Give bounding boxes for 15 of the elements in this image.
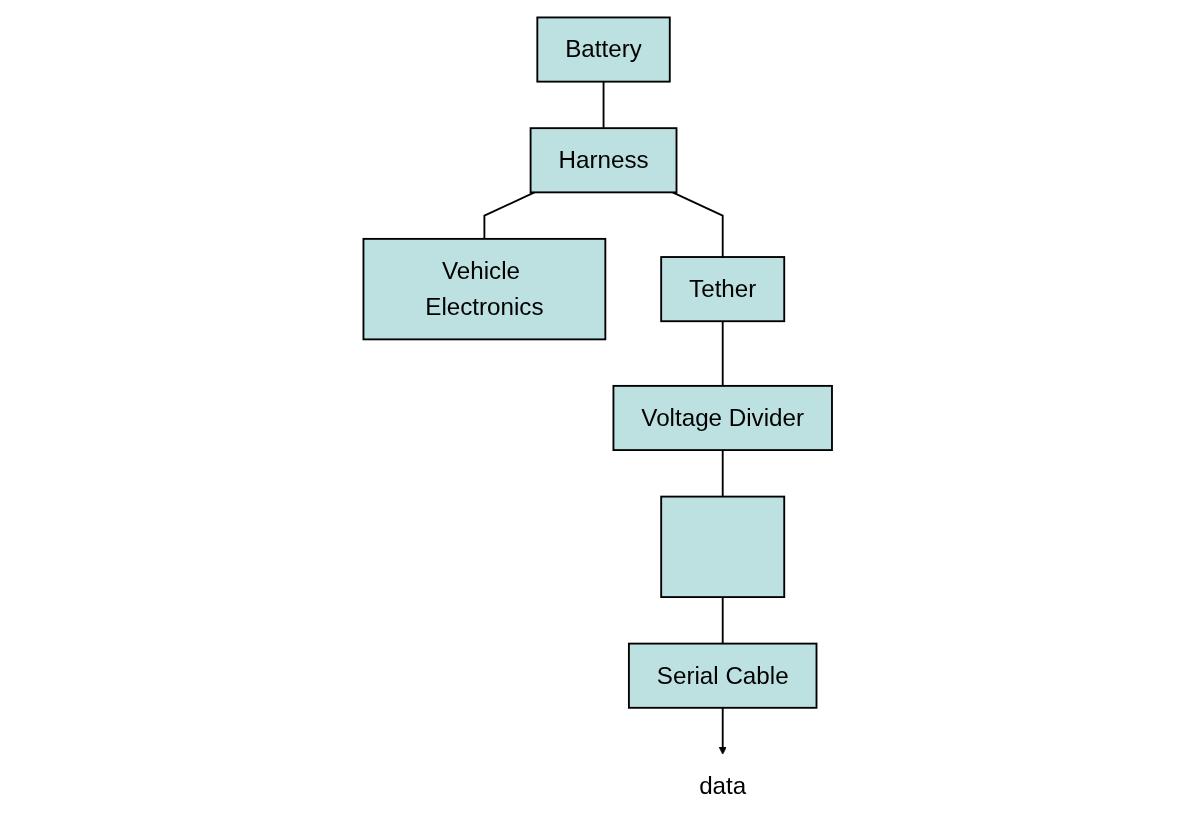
node-box: Serial Cable	[627, 642, 818, 709]
connector	[483, 191, 536, 240]
node-box	[660, 495, 785, 599]
arrow	[718, 706, 727, 755]
node-box: Harness	[529, 127, 678, 194]
connector	[721, 449, 724, 498]
node-box: Vehicle Electronics	[362, 237, 607, 341]
node-box: Tether	[660, 256, 785, 323]
node-box: Voltage Divider	[612, 384, 833, 452]
node-box: Battery	[536, 16, 671, 83]
connector	[671, 191, 724, 258]
connector	[721, 320, 724, 387]
connector	[721, 596, 724, 645]
node-text: data	[698, 772, 747, 800]
connector	[602, 80, 605, 130]
